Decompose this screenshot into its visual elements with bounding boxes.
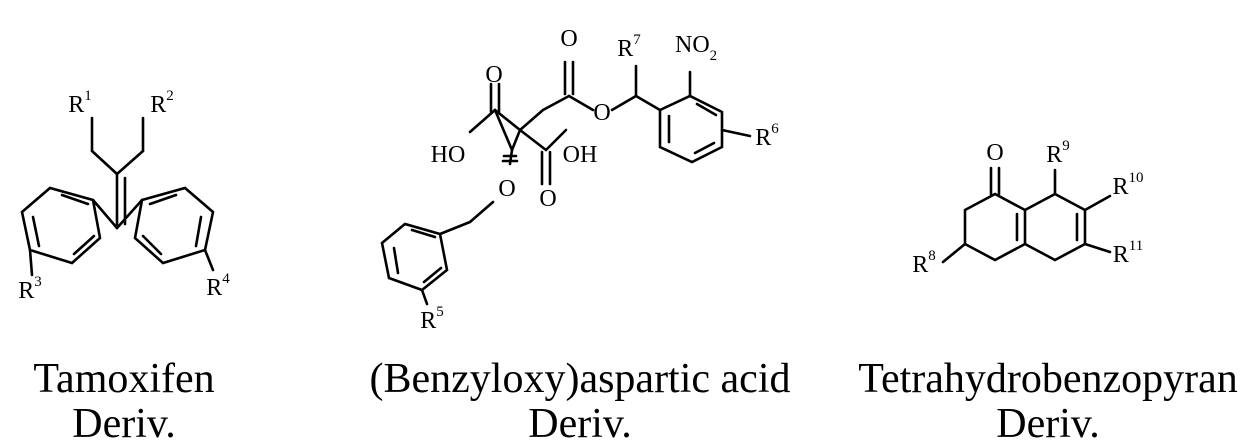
benzyloxyaspartic-structure: O O R7 NO2 O HO OH R6 O O R5 (380, 26, 779, 334)
label-r9: R9 (1046, 138, 1070, 168)
label-carbonyl-o: O (986, 140, 1003, 166)
label-ester-carbonyl-o: O (560, 26, 577, 52)
caption-benzyloxyaspartic-line1: (Benzyloxy)aspartic acid (370, 356, 791, 402)
label-r4: R4 (206, 271, 230, 301)
label-r7: R7 (617, 32, 641, 62)
tamoxifen-structure: R1 R2 R3 R4 (18, 88, 230, 304)
label-r5: R5 (420, 304, 444, 334)
label-oh: OH (563, 142, 598, 168)
label-r1: R1 (68, 88, 92, 118)
label-r8: R8 (912, 248, 936, 278)
label-ether-o: O (498, 176, 515, 202)
caption-tetrahydrobenzopyran-line1: Tetrahydrobenzopyran (858, 356, 1238, 402)
label-r10: R10 (1112, 170, 1143, 200)
label-no2: NO2 (675, 32, 717, 64)
tetrahydrobenzopyran-bonds (941, 166, 1112, 264)
label-ho: HO (431, 142, 466, 168)
label-r2: R2 (150, 88, 174, 118)
label-acid-carbonyl-o-right: O (539, 186, 556, 212)
label-acid-carbonyl-o-left: O (485, 62, 502, 88)
label-r11: R11 (1113, 238, 1143, 268)
tamoxifen-bonds (20, 116, 215, 277)
caption-tamoxifen-line2: Deriv. (72, 401, 175, 445)
label-ester-o: O (593, 100, 610, 126)
tetrahydrobenzopyran-structure: O R9 R10 R11 R8 (912, 138, 1143, 278)
benzyloxyaspartic-bonds (380, 60, 752, 306)
caption-tetrahydrobenzopyran-line2: Deriv. (996, 401, 1099, 445)
caption-tamoxifen-line1: Tamoxifen (33, 356, 214, 402)
label-r6: R6 (755, 121, 779, 151)
captions: Tamoxifen Deriv. (Benzyloxy)aspartic aci… (33, 356, 1237, 445)
label-r3: R3 (18, 274, 42, 304)
caption-benzyloxyaspartic-line2: Deriv. (528, 401, 631, 445)
